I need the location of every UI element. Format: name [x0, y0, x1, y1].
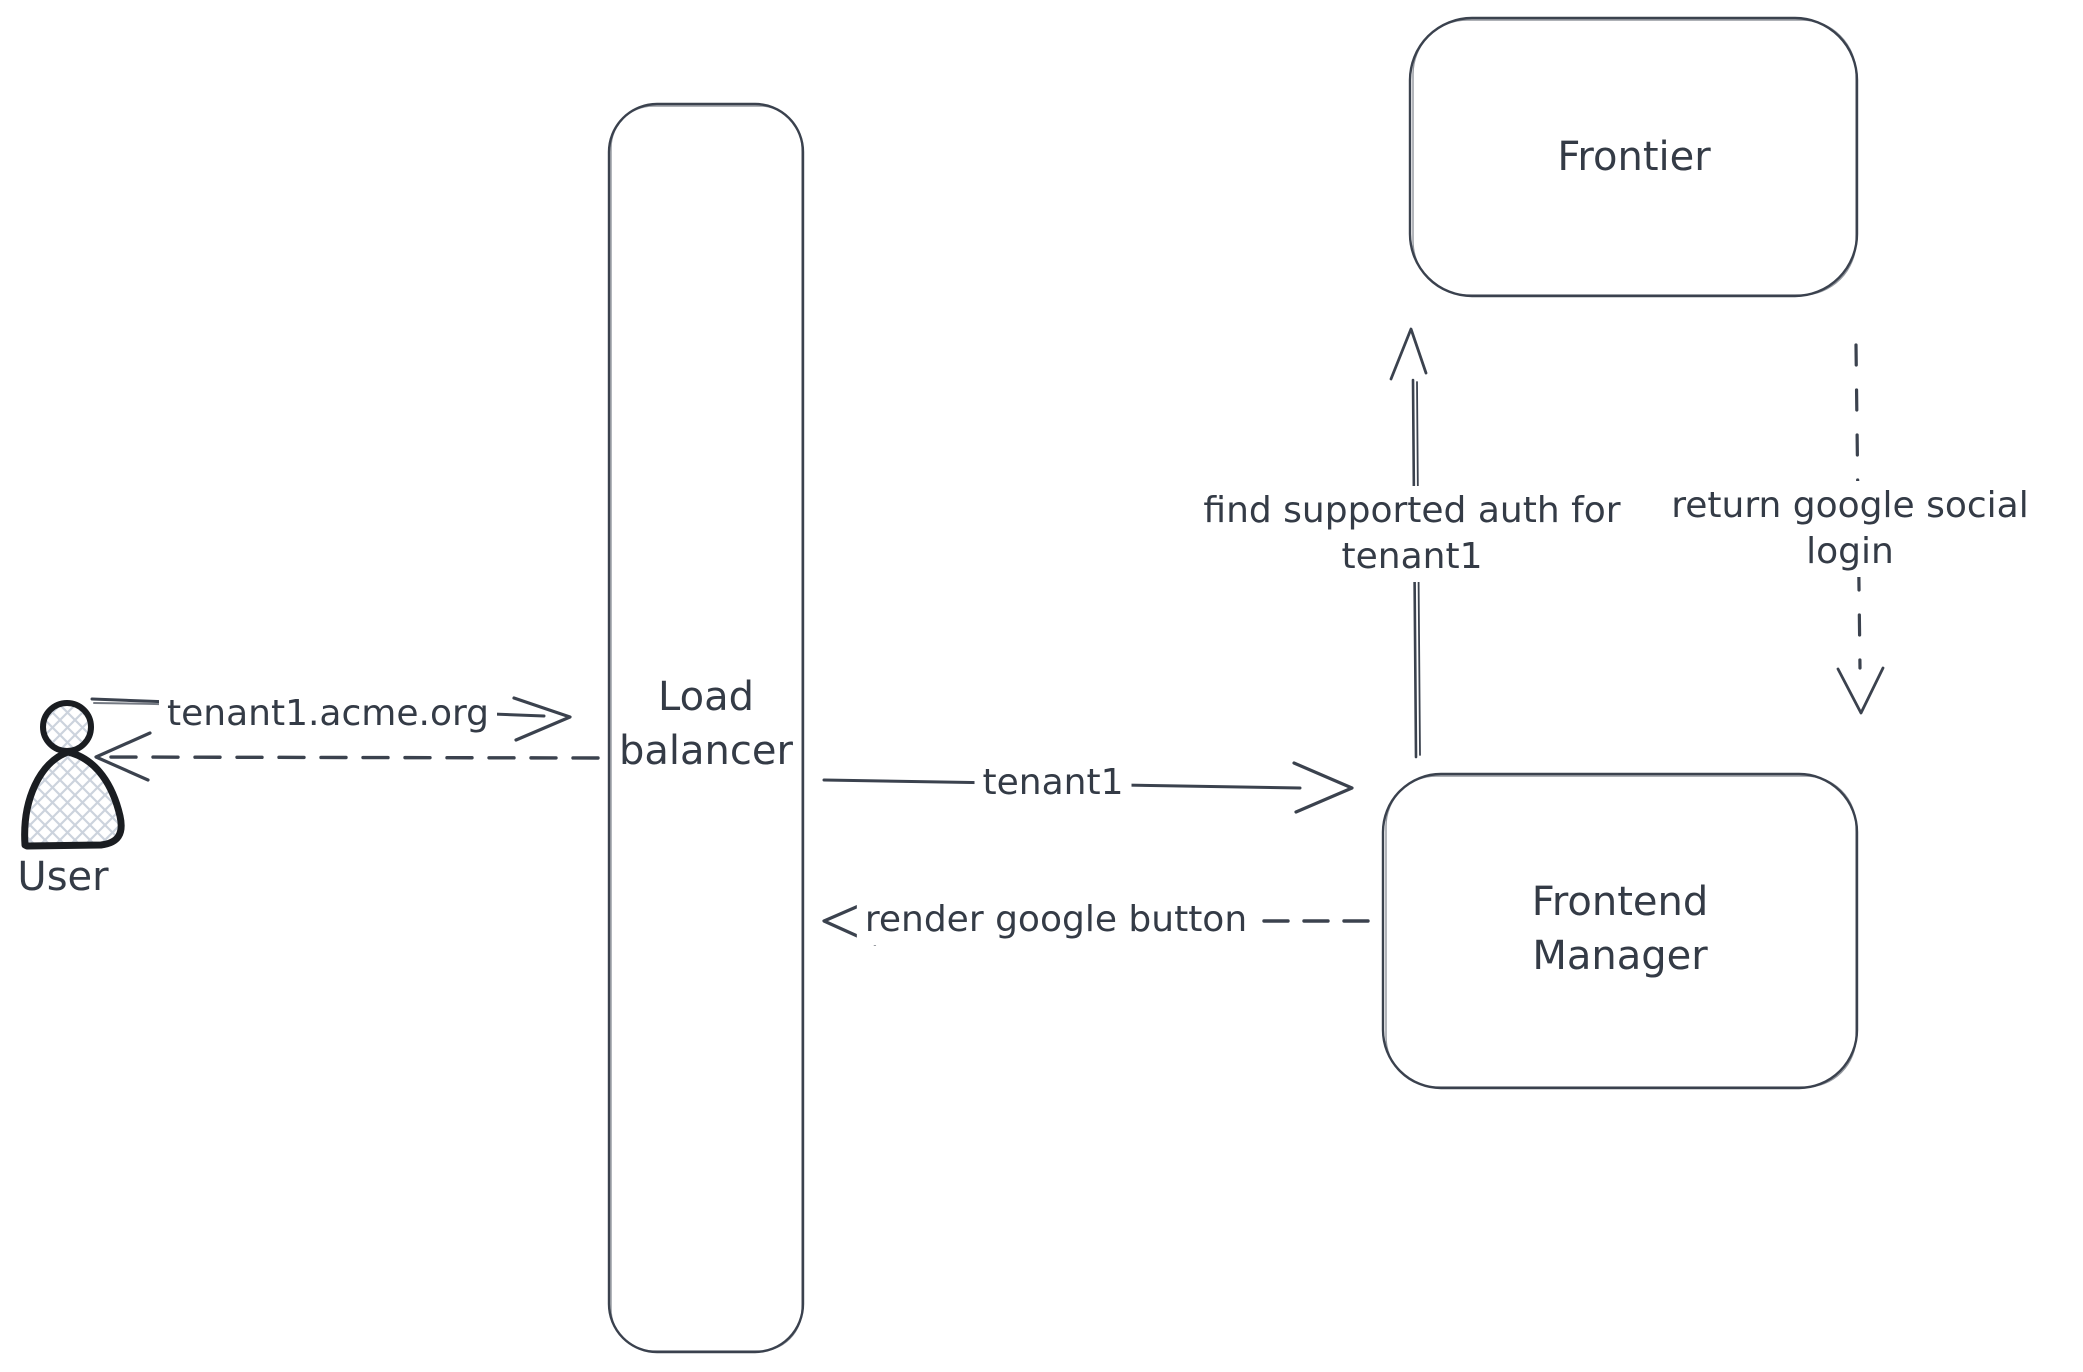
arrow-line: [96, 755, 600, 760]
edge-label-find-supported-auth: find supported auth for tenant1: [1194, 486, 1630, 582]
frontend-manager-label: Frontend Manager: [1531, 879, 1709, 979]
person-icon: [21, 700, 125, 850]
arrow-head: [1836, 666, 1885, 715]
edge-label-tenant1-acme-org: tenant1.acme.org: [159, 689, 497, 739]
frontier-box: [1408, 16, 1859, 298]
edge-label-return-google-social: return google social login: [1627, 481, 2073, 577]
edge-label-tenant1: tenant1: [974, 758, 1132, 808]
person-body: [21, 748, 125, 850]
arrow-head: [94, 731, 152, 782]
arrow-head: [1292, 761, 1354, 814]
arrow-return-google-social: [1836, 343, 1885, 715]
frontend-manager-box: [1381, 772, 1859, 1090]
arrow-response-to-user: [94, 731, 600, 782]
user-label: User: [17, 854, 109, 900]
person-head: [40, 700, 94, 754]
load-balancer-label: Load balancer: [619, 674, 793, 774]
arrow-head: [1389, 327, 1428, 381]
arrow-head: [512, 696, 572, 742]
load-balancer-box: [607, 102, 805, 1354]
frontier-label: Frontier: [1557, 134, 1711, 180]
edge-label-render-google-button: render google button: [856, 895, 1256, 945]
arrow-line: [1854, 343, 1862, 670]
